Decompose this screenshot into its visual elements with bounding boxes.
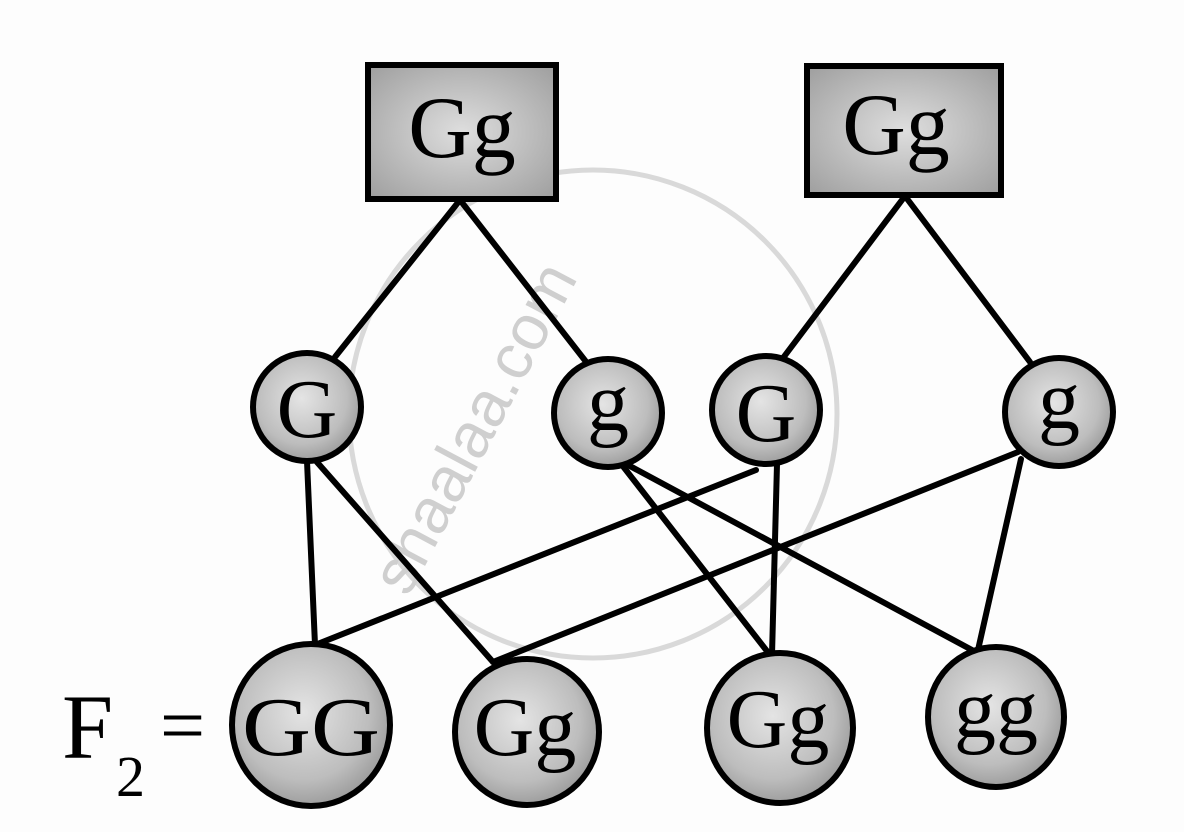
offspring-o3: Gg [704, 650, 856, 806]
gamete-label: g [587, 356, 629, 449]
edge-p2-g3 [780, 193, 908, 361]
gamete-label: G [736, 367, 797, 460]
gamete-circle [1002, 355, 1116, 469]
offspring-circle [704, 650, 856, 806]
offspring-o4: gg [925, 644, 1067, 790]
gamete-circle [709, 353, 823, 467]
gamete-label: g [1038, 354, 1080, 447]
edge-g1-o1 [304, 458, 318, 648]
edge-g2-o3 [619, 462, 773, 658]
offspring-circle [452, 656, 602, 808]
parent-box [804, 63, 1004, 198]
parent-label: Gg [408, 80, 516, 177]
parent-p2: Gg [804, 63, 1004, 198]
f2-letter: F [62, 676, 113, 778]
edge-g3-o1 [312, 467, 759, 648]
gamete-g3: G [709, 353, 823, 467]
connector-lines [304, 193, 1033, 665]
edge-p2-g4 [902, 193, 1033, 365]
f2-subscript: 2 [116, 744, 145, 809]
gamete-g1: G [250, 350, 364, 464]
edge-g1-o2 [313, 458, 496, 665]
f2-equals: = [160, 682, 205, 770]
f2-label: F 2 = [62, 676, 205, 809]
offspring-label: gg [954, 663, 1038, 756]
offspring-label: Gg [727, 673, 830, 766]
edge-p1-g1 [332, 197, 463, 360]
parent-box [365, 62, 559, 202]
edge-g4-o4 [975, 456, 1024, 653]
gamete-circle [551, 356, 665, 470]
offspring-circle [229, 641, 393, 809]
gamete-circle [250, 350, 364, 464]
gamete-g2: g [551, 356, 665, 470]
parent-label: Gg [842, 77, 950, 174]
offspring-circle [925, 644, 1067, 790]
edge-g3-o3 [769, 461, 780, 658]
gamete-g4: g [1002, 354, 1116, 469]
gamete-label: G [277, 363, 338, 456]
parent-p1: Gg [365, 62, 559, 202]
offspring-label: Gg [474, 681, 577, 774]
edge-g4-o2 [490, 449, 1021, 665]
offspring-o1: GG [229, 641, 393, 809]
offspring-o2: Gg [452, 656, 602, 808]
edge-p1-g2 [457, 197, 590, 366]
offspring-label: GG [242, 681, 380, 774]
